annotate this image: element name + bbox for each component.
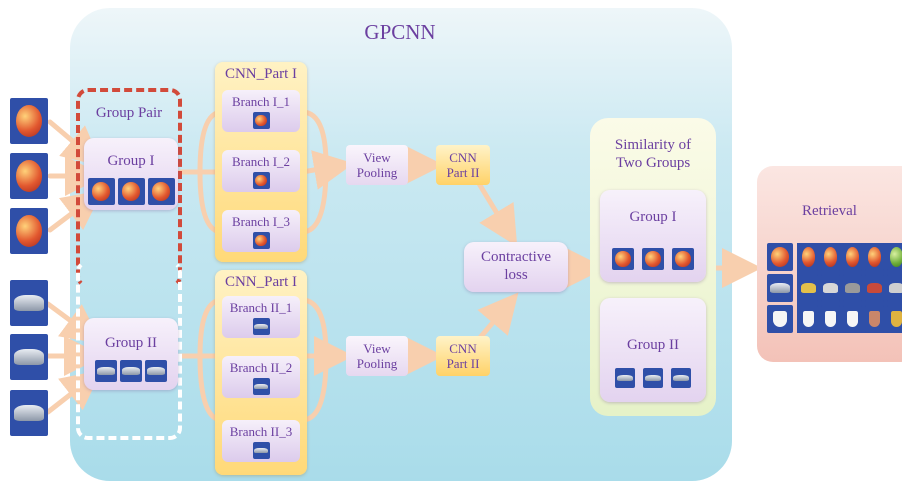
cnn-part2-top: CNN Part II [436, 145, 490, 185]
branch-2-3: Branch II_3 [222, 420, 300, 462]
car-thumb [671, 368, 691, 388]
apple-thumb [147, 178, 175, 205]
car-thumb [145, 360, 167, 382]
input-apple-1 [10, 98, 48, 144]
group1-label: Group I [107, 153, 155, 169]
view-pooling-top-label: View Pooling [356, 150, 398, 180]
view-pooling-bottom: View Pooling [346, 336, 408, 376]
cup-thumb [799, 305, 818, 333]
car-thumb [799, 274, 818, 302]
group2-box: Group II [84, 318, 178, 390]
car-thumb [120, 360, 142, 382]
apple-icon [15, 159, 43, 193]
branch-1-1: Branch I_1 [222, 90, 300, 132]
similarity-title: Similarity of Two Groups [614, 137, 692, 171]
retrieval-query-column [767, 243, 793, 333]
apple-icon [15, 214, 43, 248]
view-pooling-bottom-label: View Pooling [356, 341, 398, 371]
branch-1-3: Branch I_3 [222, 210, 300, 252]
car-thumb [865, 274, 884, 302]
apple-thumb [821, 243, 840, 271]
cnn-part1-top-label: CNN_Part I [224, 66, 298, 82]
apple-thumb [252, 172, 270, 189]
car-thumb [643, 368, 663, 388]
apple-thumb [252, 232, 270, 249]
branch-2-2-label: Branch II_2 [229, 360, 293, 375]
apple-icon [15, 104, 43, 138]
apple-thumb [887, 243, 902, 271]
apple-thumb [865, 243, 884, 271]
car-thumb [843, 274, 862, 302]
input-apple-3 [10, 208, 48, 254]
similarity-group1-label: Group I [629, 209, 677, 225]
cnn-part2-bottom-label: CNN Part II [446, 341, 480, 371]
apple-thumb [252, 112, 270, 129]
view-pooling-top: View Pooling [346, 145, 408, 185]
apple-thumb [672, 248, 694, 270]
group-pair-frame-bottom [76, 260, 182, 440]
car-icon [14, 295, 44, 311]
contrastive-loss-label: Contractive loss [481, 249, 551, 283]
input-car-3 [10, 390, 48, 436]
cup-thumb [843, 305, 862, 333]
similarity-group2-label: Group II [626, 337, 680, 353]
cnn-part2-bottom: CNN Part II [436, 336, 490, 376]
diagram-title: GPCNN [364, 20, 436, 44]
retrieval-results-grid [797, 243, 902, 333]
apple-thumb [612, 248, 634, 270]
apple-thumb [117, 178, 145, 205]
similarity-group1-thumbs [600, 248, 706, 270]
similarity-group1: Group I [600, 190, 706, 282]
car-thumb [95, 360, 117, 382]
apple-thumb [767, 243, 793, 271]
car-thumb [252, 318, 270, 335]
group1-box: Group I [84, 138, 178, 210]
apple-thumb [87, 178, 115, 205]
cup-thumb [887, 305, 902, 333]
group2-label: Group II [104, 335, 158, 351]
car-thumb [887, 274, 902, 302]
input-apple-2 [10, 153, 48, 199]
similarity-group2-thumbs [600, 368, 706, 388]
car-thumb [615, 368, 635, 388]
branch-1-3-label: Branch I_3 [231, 214, 291, 229]
car-icon [14, 405, 44, 421]
branch-2-2: Branch II_2 [222, 356, 300, 398]
car-thumb [821, 274, 840, 302]
branch-2-3-label: Branch II_3 [229, 424, 293, 439]
car-icon [14, 349, 44, 365]
cup-thumb [767, 305, 793, 333]
link-branches2-pool [299, 297, 344, 423]
cup-thumb [865, 305, 884, 333]
apple-thumb [642, 248, 664, 270]
car-thumb [252, 378, 270, 395]
contrastive-loss-box: Contractive loss [464, 242, 568, 292]
car-thumb [252, 442, 270, 459]
similarity-group2: Group II [600, 298, 706, 402]
group-pair-label: Group Pair [95, 105, 163, 121]
input-car-1 [10, 280, 48, 326]
apple-thumb [843, 243, 862, 271]
arrow-cnn2b-loss [475, 292, 519, 343]
arrow-cnn2a-loss [475, 179, 518, 247]
group1-thumbs [84, 178, 178, 205]
branch-2-1-label: Branch II_1 [229, 300, 293, 315]
group-pair-frame-top [76, 88, 182, 288]
group2-thumbs [84, 360, 178, 382]
apple-thumb [799, 243, 818, 271]
cup-thumb [821, 305, 840, 333]
link-branches1-pool [299, 109, 344, 235]
branch-2-1: Branch II_1 [222, 296, 300, 338]
branch-1-1-label: Branch I_1 [231, 94, 291, 109]
branch-1-2: Branch I_2 [222, 150, 300, 192]
car-thumb [767, 274, 793, 302]
retrieval-label: Retrieval [802, 203, 857, 219]
branch-1-2-label: Branch I_2 [231, 154, 291, 169]
cnn-part2-top-label: CNN Part II [446, 150, 480, 180]
input-car-2 [10, 334, 48, 380]
cnn-part1-bottom-label: CNN_Part I [224, 274, 298, 290]
